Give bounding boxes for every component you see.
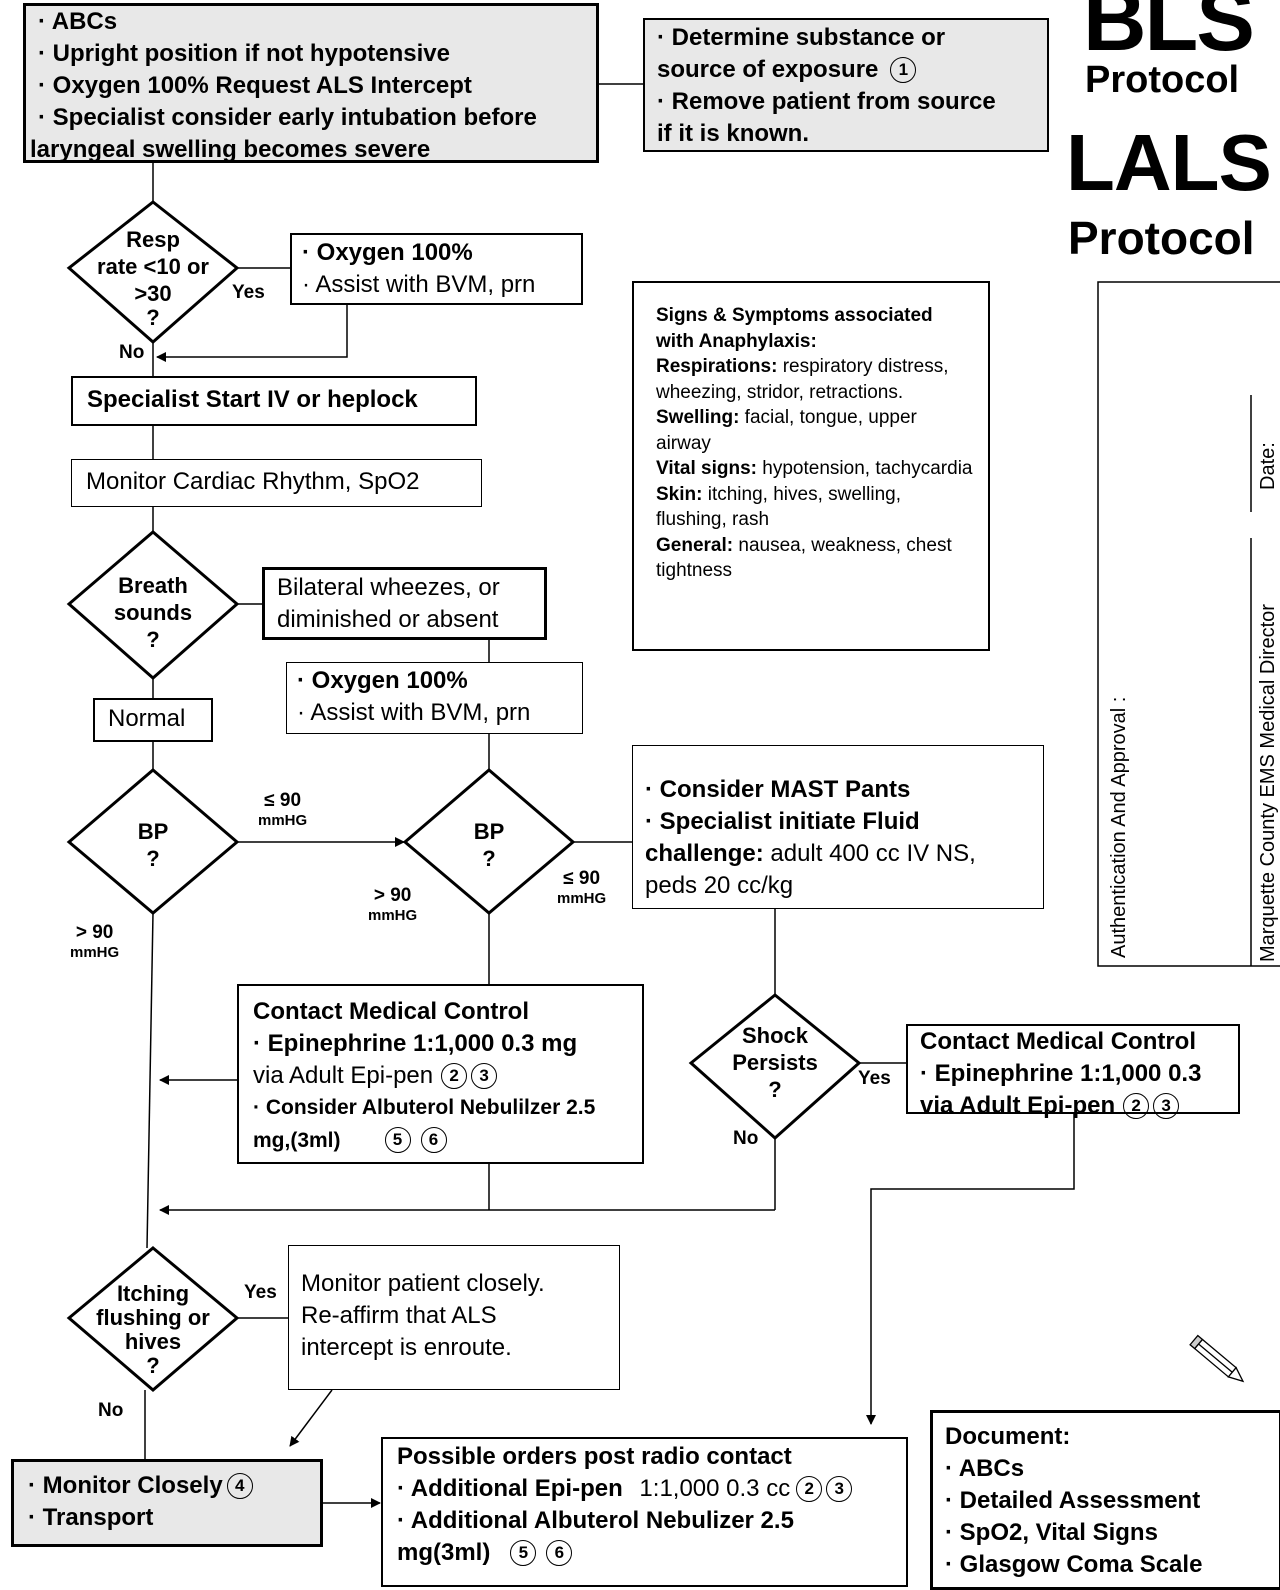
document-box: Document: · ABCs · Detailed Assessment ·… <box>930 1410 1280 1590</box>
determine-line: if it is known. <box>657 120 810 147</box>
assist-line: · Assist with BVM, prn <box>302 271 536 298</box>
lals-protocol-label: Protocol <box>1068 212 1255 264</box>
normal-box: Normal <box>93 698 213 742</box>
approval-date-label: Date: <box>1257 442 1279 490</box>
no-label: No <box>119 342 145 363</box>
monitor-patient-box: Monitor patient closely. Re-affirm that … <box>288 1245 620 1390</box>
abc-line: · Specialist consider early intubation b… <box>38 104 537 131</box>
determine-line: · Determine substance or <box>657 24 946 51</box>
assist-line: · Assist with BVM, prn <box>297 699 531 726</box>
abc-line: · Oxygen 100% Request ALS Intercept <box>38 72 472 99</box>
abc-line: laryngeal swelling becomes severe <box>30 136 431 163</box>
itching-decision: Itching flushing or hives ? <box>96 1281 210 1378</box>
footnote-marker: 2 <box>441 1063 468 1089</box>
start-iv-box: Specialist Start IV or heplock <box>71 376 477 426</box>
no-label: No <box>98 1400 124 1421</box>
footnote-marker: 3 <box>1153 1093 1180 1119</box>
contact-medical-control-box-2: Contact Medical Control · Epinephrine 1:… <box>906 1024 1240 1119</box>
yes-label: Yes <box>858 1068 891 1089</box>
oxygen-box-1: · Oxygen 100% · Assist with BVM, prn <box>290 233 583 305</box>
bp-decision-2: BP ? <box>473 819 505 871</box>
signs-heading: Signs & Symptoms associated with Anaphyl… <box>656 305 933 352</box>
determine-line: · Remove patient from source <box>657 88 996 115</box>
signs-item: Respirations: respiratory distress, whee… <box>656 356 949 403</box>
possible-orders-box: Possible orders post radio contact · Add… <box>381 1437 908 1587</box>
abc-line: · ABCs <box>38 8 118 35</box>
mast-pants-box: · Consider MAST Pants · Specialist initi… <box>632 745 1044 909</box>
signs-symptoms-box: Signs & Symptoms associated with Anaphyl… <box>632 281 990 651</box>
footnote-marker: 3 <box>826 1476 853 1502</box>
oxygen-line: · Oxygen 100% <box>302 239 473 266</box>
signs-item: Vital signs: hypotension, tachycardia <box>656 458 973 479</box>
resp-rate-decision: Resp rate <10 or >30 ? <box>97 227 209 330</box>
abc-box: · ABCs · Upright position if not hypoten… <box>23 3 599 163</box>
shock-persists-decision: Shock Persists ? <box>732 1023 818 1102</box>
footnote-marker: 5 <box>510 1540 537 1566</box>
oxygen-line: · Oxygen 100% <box>297 667 468 694</box>
determine-box: · Determine substance or source of expos… <box>643 18 1049 152</box>
oxygen-box-2: · Oxygen 100% · Assist with BVM, prn <box>286 662 583 734</box>
approval-label: Authentication And Approval : <box>1108 696 1130 958</box>
footnote-marker: 2 <box>1123 1093 1150 1119</box>
footnote-marker: 3 <box>471 1063 498 1089</box>
wheezes-box: Bilateral wheezes, or diminished or abse… <box>262 567 547 640</box>
signs-item: Skin: itching, hives, swelling, flushing… <box>656 483 901 531</box>
abc-line: · Upright position if not hypotensive <box>38 40 450 67</box>
footnote-marker: 6 <box>546 1540 573 1566</box>
footnote-marker: 1 <box>890 57 917 83</box>
footnote-marker: 5 <box>384 1127 411 1153</box>
determine-line: source of exposure <box>657 56 879 83</box>
lals-title: LALS <box>1066 118 1272 207</box>
bls-title: BLS <box>1083 0 1255 69</box>
medical-director-label: Marquette County EMS Medical Director <box>1257 604 1279 962</box>
bp-decision-1: BP ? <box>137 819 169 871</box>
yes-label: Yes <box>244 1282 277 1303</box>
footnote-marker: 4 <box>226 1473 253 1499</box>
monitor-cardiac-box: Monitor Cardiac Rhythm, SpO2 <box>71 459 482 507</box>
signs-item: General: nausea, weakness, chest tightne… <box>656 534 952 582</box>
pencil-icon <box>1189 1334 1245 1383</box>
no-label: No <box>733 1128 759 1149</box>
footnote-marker: 2 <box>796 1476 823 1502</box>
contact-medical-control-box-1: Contact Medical Control · Epinephrine 1:… <box>237 984 644 1164</box>
bls-protocol-label: Protocol <box>1085 59 1240 101</box>
yes-label: Yes <box>232 282 265 303</box>
footnote-marker: 6 <box>420 1127 447 1153</box>
breath-sounds-decision: Breath sounds ? <box>113 573 193 652</box>
signs-item: Swelling: facial, tongue, upper airway <box>656 407 917 454</box>
